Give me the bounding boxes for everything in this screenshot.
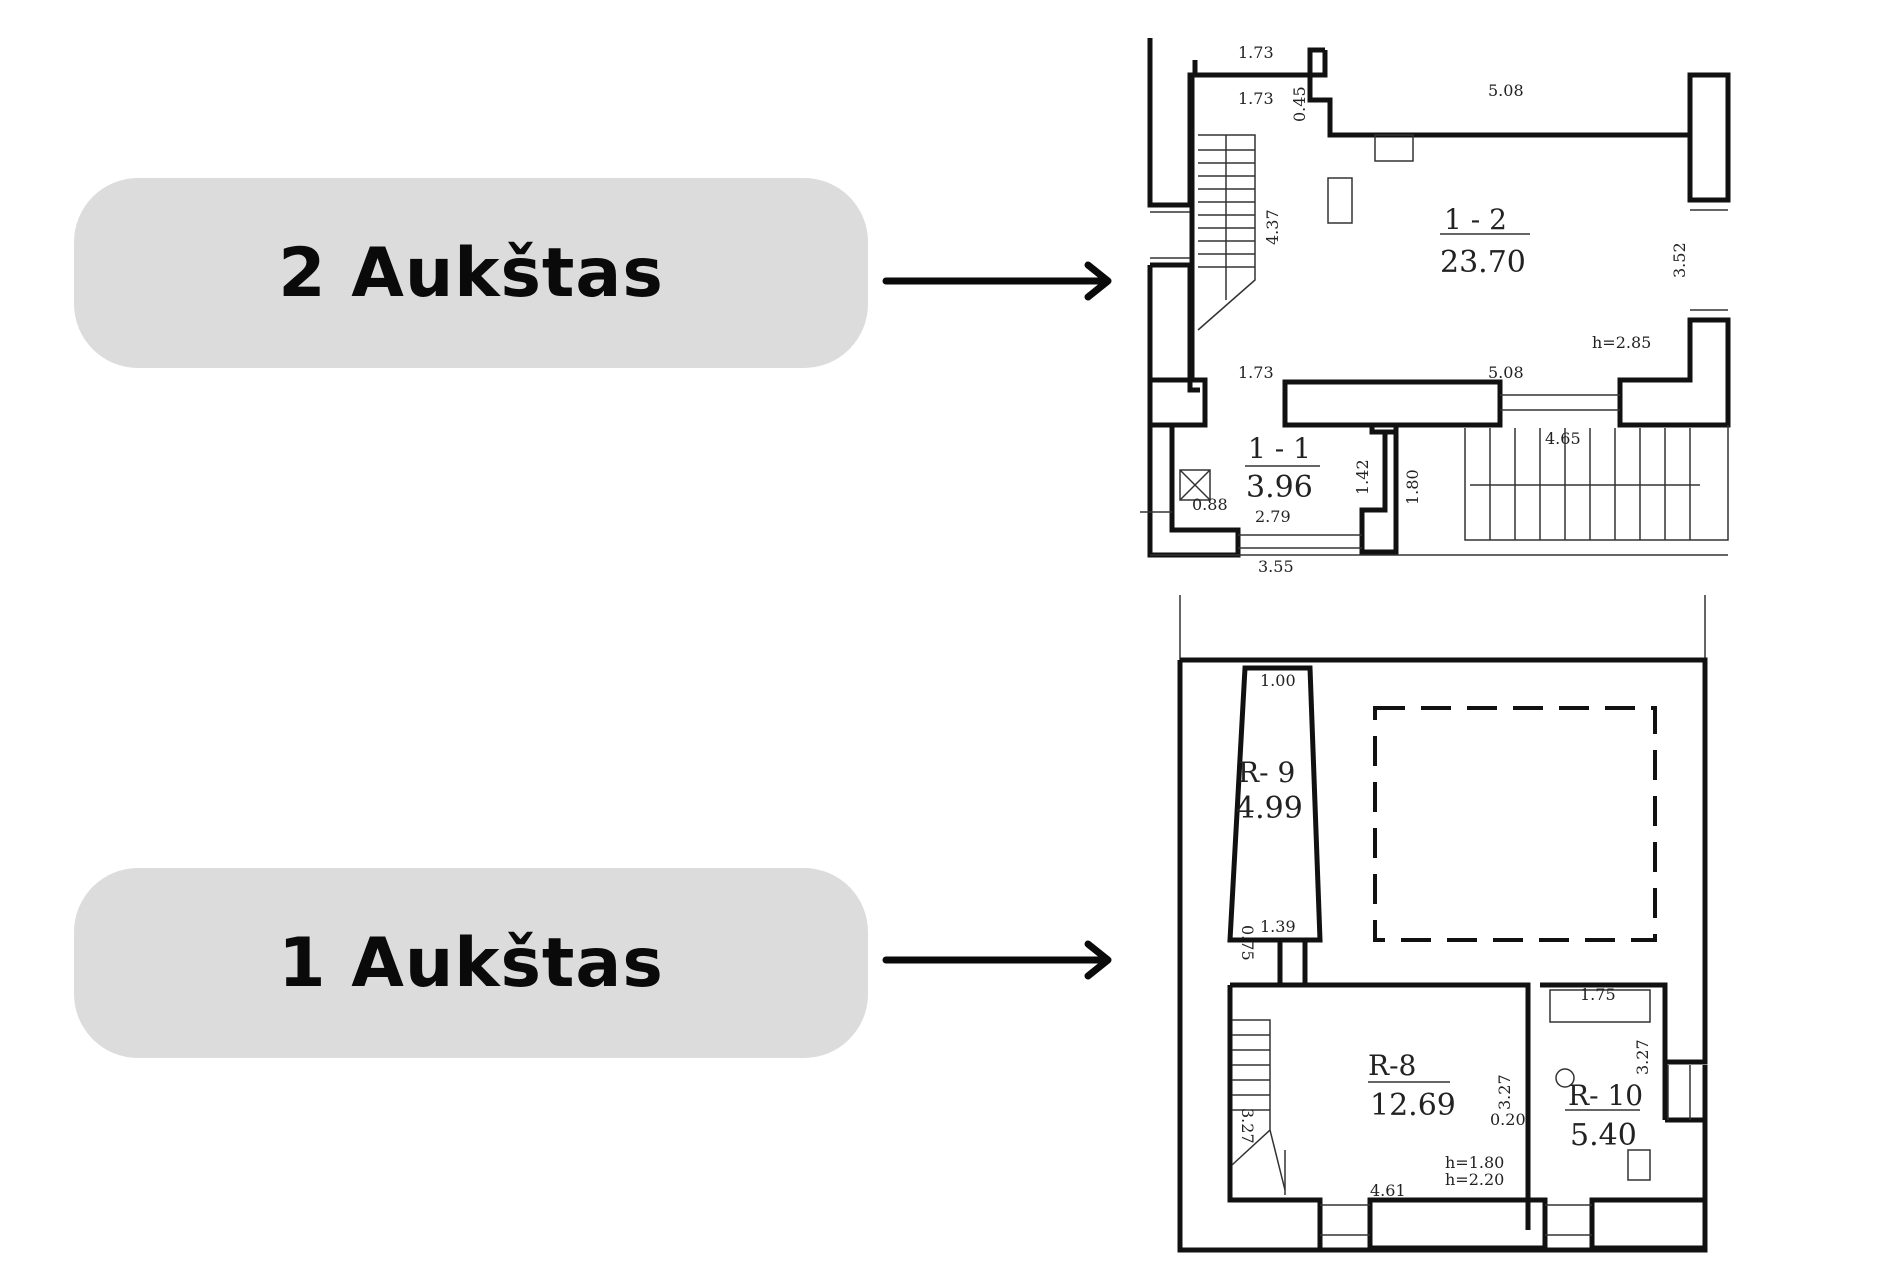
- dimension-label: 5.08: [1488, 81, 1524, 100]
- room-area: 3.96: [1246, 470, 1313, 505]
- dimension-label: 1.42: [1353, 459, 1372, 495]
- dimension-label: 1.73: [1238, 363, 1274, 382]
- room-area: 4.99: [1236, 791, 1303, 826]
- room-id: R- 10: [1568, 1079, 1643, 1112]
- arrow-right-icon: [882, 940, 1112, 980]
- floor-1-label-text: 1 Aukštas: [278, 923, 664, 1003]
- dimension-label: 1.73: [1238, 43, 1274, 62]
- dimension-label: 0.20: [1490, 1110, 1526, 1129]
- arrow-right-icon: [882, 261, 1112, 301]
- dimension-label: 1.73: [1238, 89, 1274, 108]
- dimension-label: 1.80: [1403, 469, 1422, 505]
- dimension-label: 4.65: [1545, 429, 1581, 448]
- dimension-label: 1.75: [1580, 985, 1616, 1004]
- room-area: 5.40: [1570, 1118, 1637, 1153]
- room-id: R- 9: [1238, 756, 1295, 789]
- room-id: R-8: [1368, 1049, 1416, 1082]
- room-area: 23.70: [1440, 245, 1526, 280]
- dimension-label: 0.45: [1290, 86, 1309, 122]
- dimension-label: 5.08: [1488, 363, 1524, 382]
- dimension-label: 3.27: [1633, 1039, 1652, 1075]
- dimension-label: 0.88: [1192, 495, 1228, 514]
- floor-2-plan: 1 - 2 23.70 1 - 1 3.96 1.73 1.73 0.45 5.…: [1140, 38, 1731, 576]
- room-id: 1 - 2: [1444, 203, 1507, 236]
- dimension-label: 1.00: [1260, 671, 1296, 690]
- floor-1-plan: R- 9 4.99 R-8 12.69 R- 10 5.40 1.00 0.75…: [1177, 595, 1708, 1253]
- dimension-label: 4.37: [1263, 209, 1282, 245]
- dimension-label: h=1.80: [1445, 1153, 1504, 1172]
- dimension-label: 1.39: [1260, 917, 1296, 936]
- dimension-label: 0.75: [1238, 925, 1257, 961]
- dimension-label: 3.55: [1258, 557, 1294, 576]
- dimension-label: 3.27: [1238, 1108, 1257, 1144]
- dimension-label: 3.27: [1495, 1074, 1514, 1110]
- floor-1-label: 1 Aukštas: [74, 868, 868, 1058]
- floor-2-label: 2 Aukštas: [74, 178, 868, 368]
- dimension-label: h=2.20: [1445, 1170, 1504, 1189]
- dimension-label: h=2.85: [1592, 333, 1651, 352]
- room-id: 1 - 1: [1248, 432, 1311, 465]
- dimension-label: 3.52: [1670, 242, 1689, 278]
- dimension-label: 2.79: [1255, 507, 1291, 526]
- dimension-label: 4.61: [1370, 1181, 1406, 1200]
- floor-2-label-text: 2 Aukštas: [278, 233, 664, 313]
- room-area: 12.69: [1370, 1088, 1456, 1123]
